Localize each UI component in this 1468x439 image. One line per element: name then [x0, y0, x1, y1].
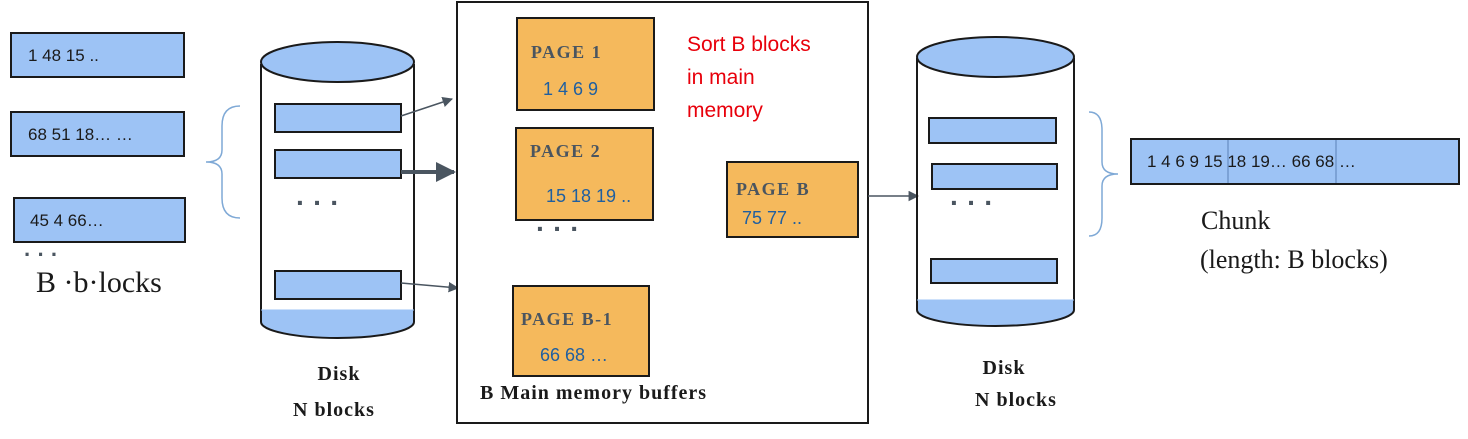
- right-disk: · · · Disk N blocks: [916, 36, 1075, 411]
- left-brace: [205, 105, 241, 219]
- disk-top: [260, 41, 415, 83]
- disk-block: [274, 103, 402, 133]
- page-b-1: [512, 285, 650, 377]
- page-values: 15 18 19 ..: [546, 186, 631, 206]
- input-block: [13, 197, 186, 243]
- disk-label-line2: N blocks: [293, 399, 375, 421]
- disk-block: [931, 163, 1058, 190]
- input-block: [10, 32, 185, 78]
- disk-dots: · · ·: [950, 187, 994, 218]
- disk-fill: [261, 310, 414, 338]
- chunk-bar: [1130, 138, 1460, 185]
- main-memory: PAGE 1 1 4 6 9 PAGE 2 15 18 19 .. · · · …: [456, 1, 869, 424]
- input-block: [10, 111, 185, 157]
- input-block-text: 68 51 18… …: [28, 125, 133, 144]
- disk-block: [274, 270, 402, 300]
- sort-note-line3: memory: [687, 99, 763, 122]
- page-values: 66 68 …: [540, 345, 608, 365]
- chunk-values: 1 4 6 9 15 18 19… 66 68 …: [1147, 152, 1356, 171]
- page-values: 1 4 6 9: [543, 79, 598, 99]
- chunk-length-label: (length: B blocks): [1200, 245, 1388, 274]
- disk-body: [260, 64, 415, 339]
- disk-fill: [917, 300, 1074, 326]
- disk-label-line2: N blocks: [975, 389, 1057, 411]
- left-disk: · · · Disk N blocks: [260, 41, 415, 421]
- input-block-text: 45 4 66…: [30, 211, 104, 230]
- sort-note-line1: Sort B blocks: [687, 33, 811, 56]
- arrow-disk-to-memory: [400, 97, 453, 117]
- disk-block: [274, 149, 402, 179]
- input-blocks: 1 48 15 .. 68 51 18… … 45 4 66… · · · B …: [10, 32, 186, 299]
- page-title: PAGE B-1: [521, 309, 613, 329]
- disk-label-line1: Disk: [318, 363, 361, 385]
- disk-label-line1: Disk: [983, 357, 1026, 379]
- input-block-text: 1 48 15 ..: [28, 46, 99, 65]
- page-b: [726, 161, 859, 238]
- disk-block: [928, 117, 1057, 144]
- page-title: PAGE B: [736, 179, 810, 199]
- memory-label: B Main memory buffers: [480, 382, 707, 404]
- output-chunk: 1 4 6 9 15 18 19… 66 68 … Chunk (length:…: [1130, 138, 1460, 274]
- right-brace: [1088, 111, 1119, 237]
- disk-block: [930, 258, 1058, 284]
- disk-top: [916, 36, 1075, 78]
- input-ellipsis: · · ·: [24, 242, 58, 267]
- input-label: B ·b·locks: [36, 266, 162, 299]
- disk-body: [916, 58, 1075, 327]
- page-title: PAGE 1: [531, 42, 602, 62]
- arrow-disk-to-memory: [400, 281, 460, 293]
- disk-dots: · · ·: [296, 187, 340, 218]
- memory-dots: · · ·: [536, 213, 580, 244]
- page-2: [515, 127, 654, 221]
- page-1: [516, 17, 655, 111]
- sort-note-line2: in main: [687, 66, 755, 89]
- page-title: PAGE 2: [530, 141, 601, 161]
- page-values: 75 77 ..: [742, 208, 802, 228]
- chunk-label: Chunk: [1201, 206, 1270, 235]
